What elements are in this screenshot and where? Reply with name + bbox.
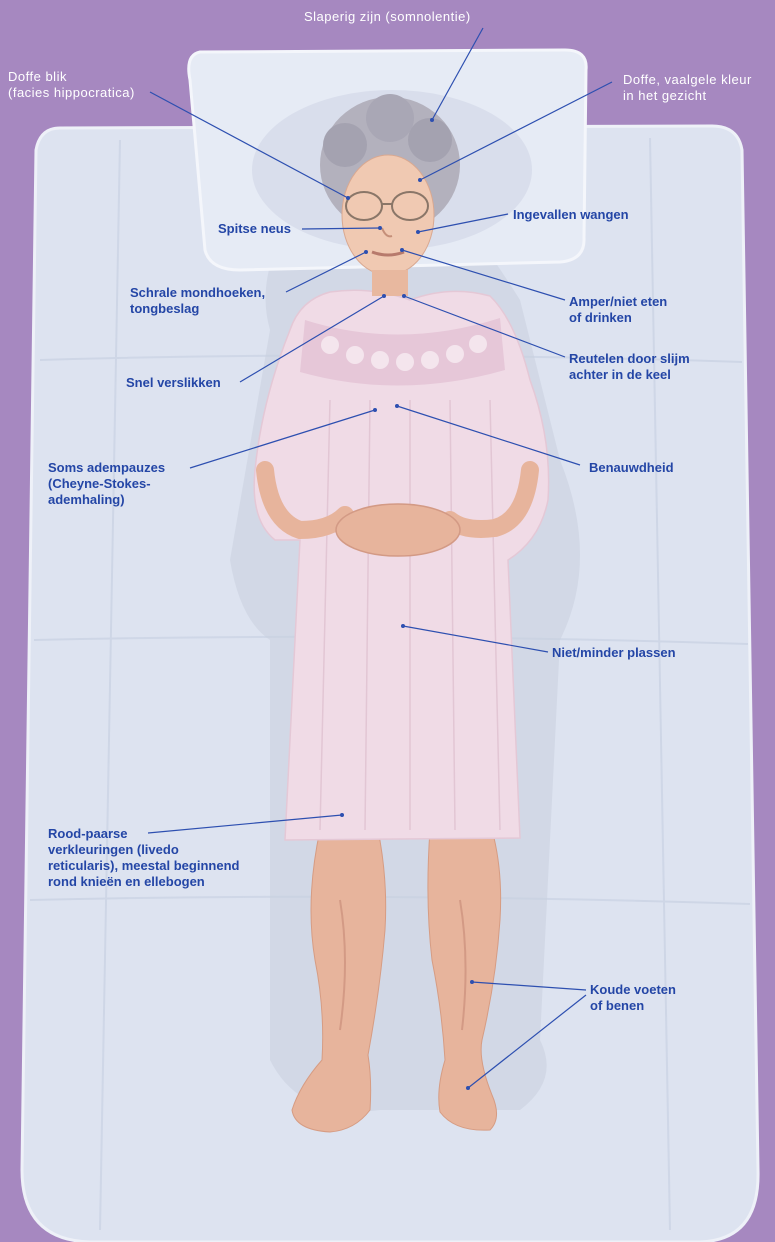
label-snel-verslikken: Snel verslikken <box>126 375 221 391</box>
label-rood-paarse: Rood-paarse verkleuringen (livedo reticu… <box>48 826 239 890</box>
label-doffe-blik: Doffe blik (facies hippocratica) <box>8 69 135 101</box>
label-spitse-neus: Spitse neus <box>218 221 291 237</box>
label-doffe-kleur: Doffe, vaalgele kleur in het gezicht <box>623 72 752 104</box>
folded-hands <box>336 504 460 556</box>
label-reutelen: Reutelen door slijm achter in de keel <box>569 351 690 383</box>
label-ingevallen-wangen: Ingevallen wangen <box>513 207 629 223</box>
label-koude-voeten: Koude voeten of benen <box>590 982 676 1014</box>
label-benauwdheid: Benauwdheid <box>589 460 674 476</box>
label-adempauzes: Soms adempauzes (Cheyne-Stokes- ademhali… <box>48 460 165 508</box>
label-amper-eten: Amper/niet eten of drinken <box>569 294 667 326</box>
label-schrale-mondhoeken: Schrale mondhoeken, tongbeslag <box>130 285 265 317</box>
label-niet-plassen: Niet/minder plassen <box>552 645 676 661</box>
neck <box>372 270 408 296</box>
label-slaperig: Slaperig zijn (somnolentie) <box>304 9 471 25</box>
